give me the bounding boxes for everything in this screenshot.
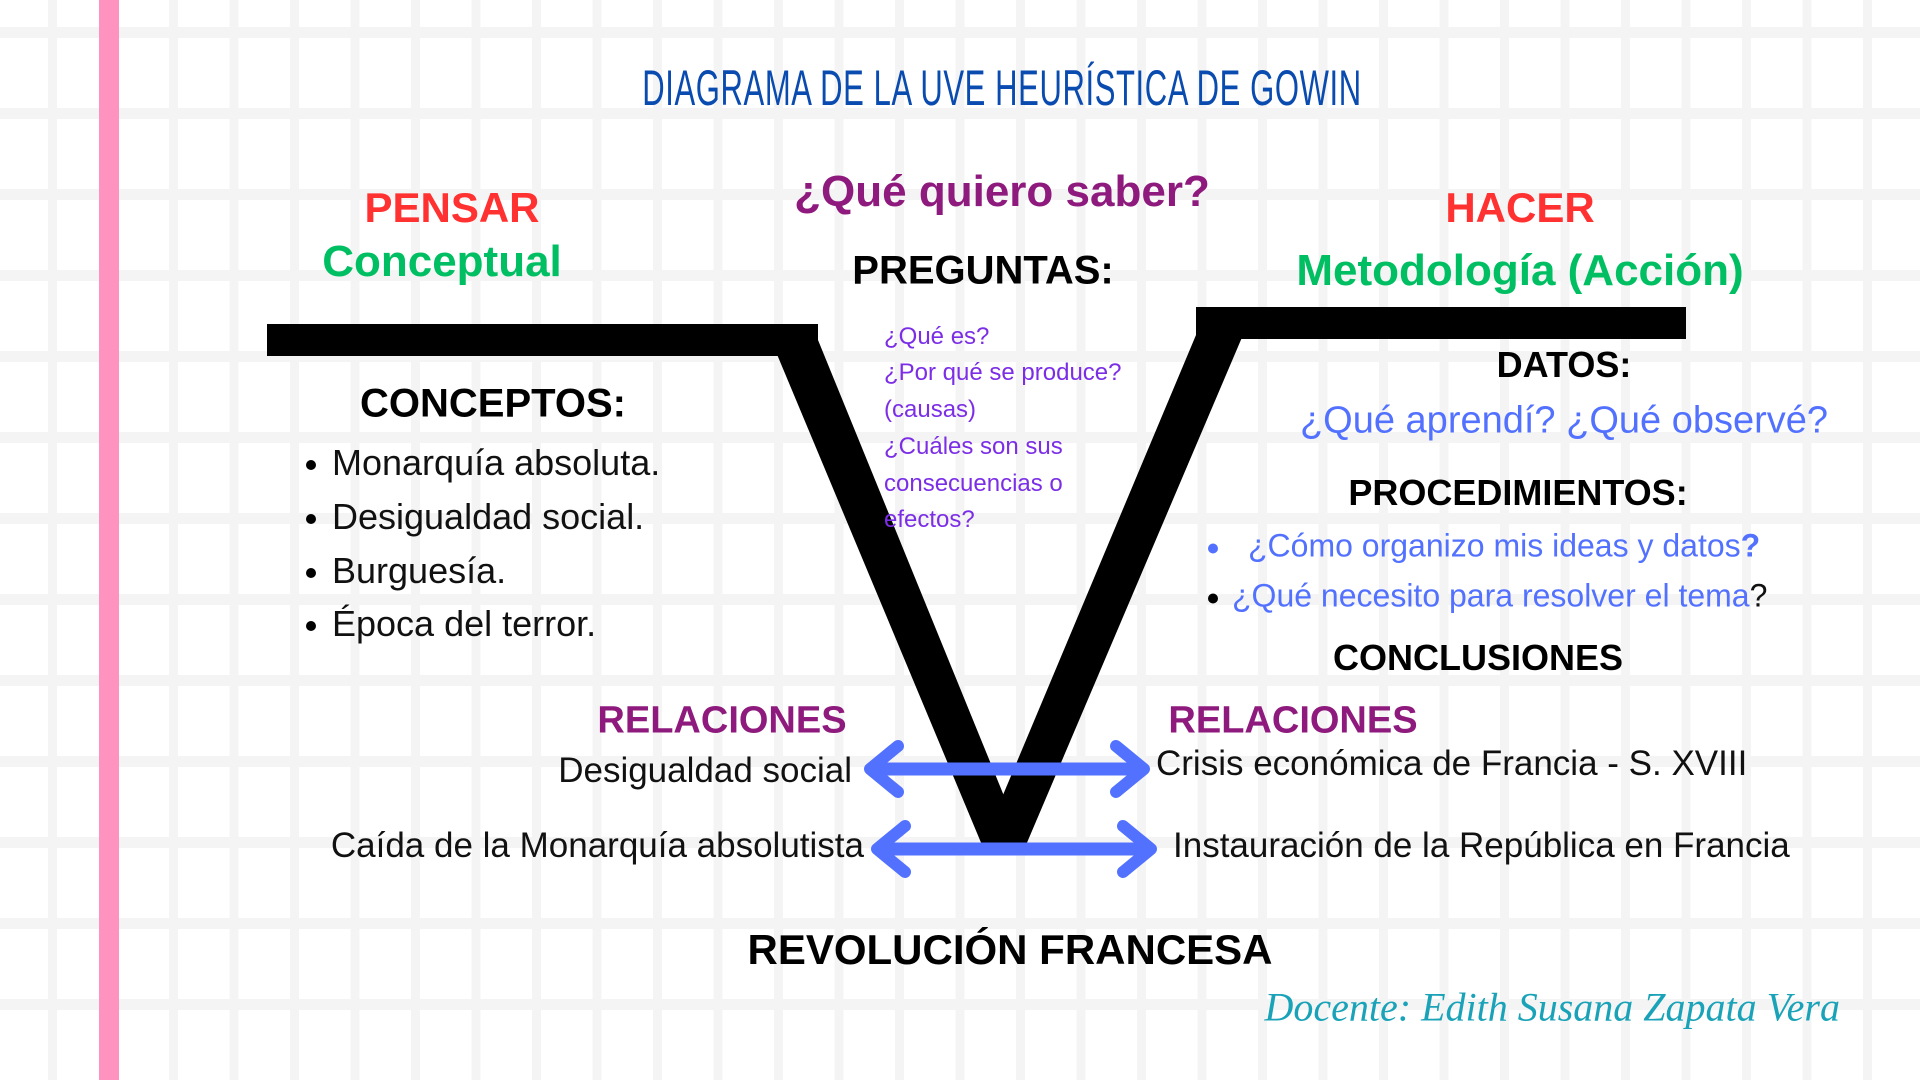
concept-text: Burguesía. bbox=[332, 550, 507, 591]
question-line: efectos? bbox=[884, 506, 975, 533]
list-item: Época del terror. bbox=[306, 603, 596, 645]
bullet-icon bbox=[306, 514, 316, 525]
left-heading: PENSAR bbox=[364, 184, 540, 231]
question-line: (causas) bbox=[884, 396, 977, 423]
relation-arrow-2 bbox=[871, 820, 1157, 878]
relations-right-title: RELACIONES bbox=[1168, 699, 1418, 742]
concept-text: Época del terror. bbox=[332, 603, 597, 644]
left-arm-bar bbox=[267, 324, 818, 356]
right-arm-bar bbox=[1196, 307, 1686, 339]
right-heading: HACER bbox=[1445, 184, 1595, 231]
relation-left-2: Caída de la Monarquía absolutista bbox=[330, 826, 864, 865]
relation-right-2: Instauración de la República en Francia bbox=[1173, 826, 1790, 865]
bullet-icon bbox=[1208, 593, 1218, 604]
central-question: ¿Qué quiero saber? bbox=[794, 167, 1210, 216]
procedure-end: ? bbox=[1749, 577, 1768, 614]
question-line: ¿Cuáles son sus bbox=[884, 433, 1063, 460]
relation-arrow-1 bbox=[864, 740, 1150, 798]
procedure-end: ? bbox=[1740, 527, 1761, 564]
list-item: Burguesía. bbox=[306, 550, 506, 592]
question-line: ¿Por qué se produce? bbox=[884, 359, 1122, 386]
data-question: ¿Qué aprendí? ¿Qué observé? bbox=[1299, 399, 1829, 442]
pink-margin-bar bbox=[99, 0, 119, 1080]
procedures-title: PROCEDIMIENTOS: bbox=[1348, 472, 1688, 513]
relations-left-title: RELACIONES bbox=[597, 699, 847, 742]
author-credit: Docente: Edith Susana Zapata Vera bbox=[1264, 984, 1841, 1030]
question-line: ¿Qué es? bbox=[884, 323, 990, 350]
questions-title: PREGUNTAS: bbox=[852, 248, 1114, 293]
bullet-icon bbox=[306, 460, 316, 471]
v-left-stroke bbox=[771, 340, 1024, 845]
question-line: consecuencias o bbox=[884, 470, 1063, 497]
procedure-text: ¿Cómo organizo mis ideas y datos bbox=[1248, 527, 1741, 564]
conclusions-title: CONCLUSIONES bbox=[1332, 637, 1624, 678]
concept-text: Monarquía absoluta. bbox=[332, 442, 661, 483]
left-subheading: Conceptual bbox=[322, 237, 562, 286]
list-item: ¿Qué necesito para resolver el tema? bbox=[1208, 578, 1767, 615]
concepts-title: CONCEPTOS: bbox=[360, 381, 626, 426]
page-title: DIAGRAMA DE LA UVE HEURÍSTICA DE GOWIN bbox=[642, 60, 1362, 116]
list-item: ¿Cómo organizo mis ideas y datos? bbox=[1208, 528, 1760, 565]
list-item: Desigualdad social. bbox=[306, 496, 644, 538]
bullet-icon bbox=[306, 568, 316, 579]
bullet-icon bbox=[306, 621, 316, 632]
relation-left-1: Desigualdad social bbox=[558, 751, 852, 790]
data-title: DATOS: bbox=[1496, 344, 1632, 385]
list-item: Monarquía absoluta. bbox=[306, 442, 660, 484]
event-title: REVOLUCIÓN FRANCESA bbox=[747, 926, 1273, 973]
v-right-stroke bbox=[982, 335, 1243, 845]
right-subheading: Metodología (Acción) bbox=[1296, 246, 1744, 295]
relation-right-1: Crisis económica de Francia - S. XVIII bbox=[1156, 744, 1748, 783]
bullet-icon bbox=[1208, 543, 1218, 554]
procedure-text: ¿Qué necesito para resolver el tema bbox=[1232, 577, 1750, 614]
concept-text: Desigualdad social. bbox=[332, 496, 645, 537]
